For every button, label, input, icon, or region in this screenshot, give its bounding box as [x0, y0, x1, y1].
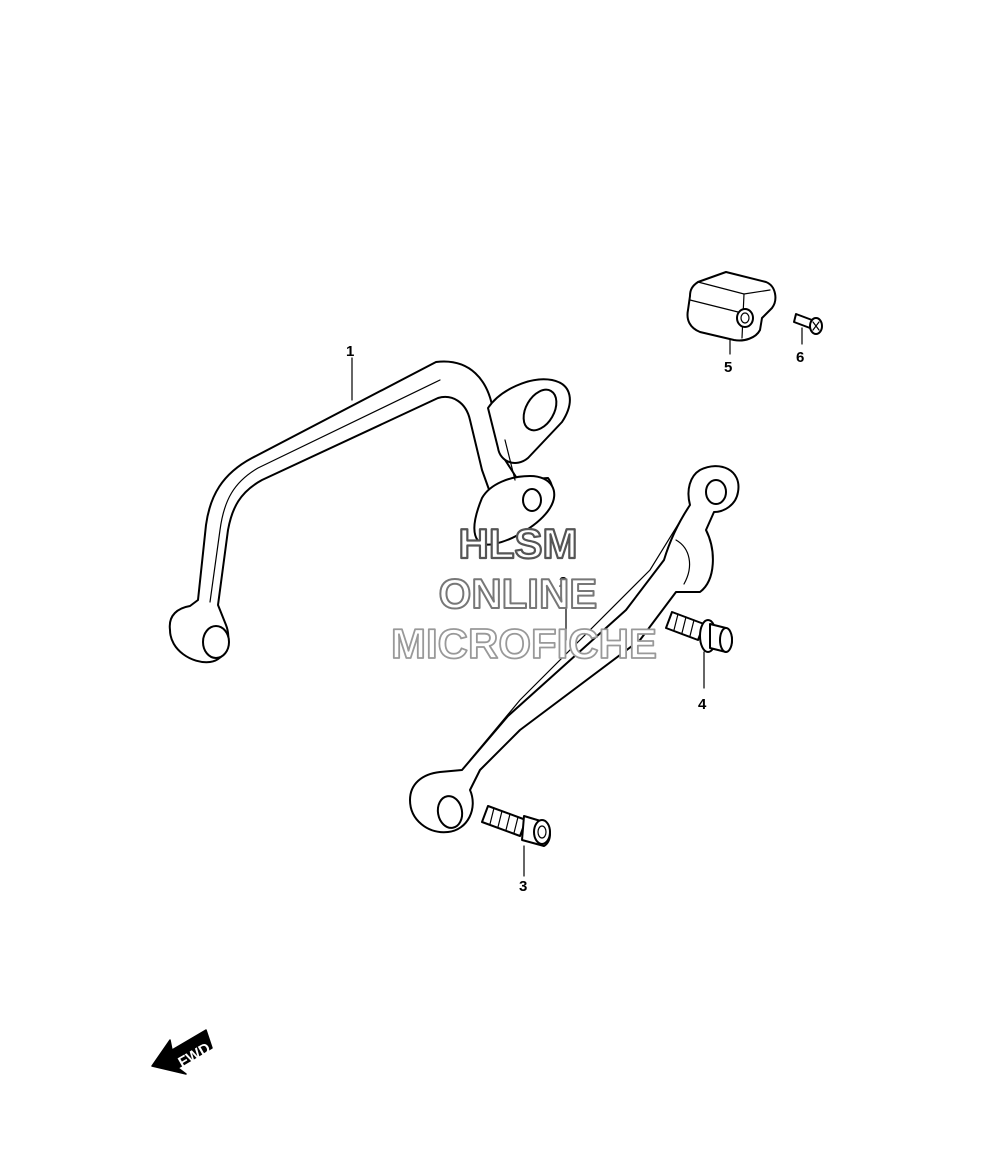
- watermark-line-2: ONLINE: [439, 570, 598, 617]
- callout-3[interactable]: 3: [519, 878, 527, 895]
- callout-1[interactable]: 1: [346, 343, 354, 360]
- part-1-bracket[interactable]: [168, 360, 571, 664]
- watermark-line-1: HLSM: [459, 520, 578, 567]
- watermark-line-3: MICROFICHE: [391, 620, 657, 667]
- part-6-screw[interactable]: [793, 313, 823, 335]
- fwd-arrow-icon: [151, 1029, 213, 1075]
- watermark: HLSM ONLINE MICROFICHE: [390, 519, 658, 668]
- part-5-cover[interactable]: [686, 271, 777, 342]
- part-2-bracket[interactable]: [409, 465, 740, 834]
- callout-5[interactable]: 5: [724, 359, 732, 376]
- callout-6[interactable]: 6: [796, 349, 804, 366]
- callout-2[interactable]: 2: [559, 574, 567, 591]
- part-4-bolt[interactable]: [665, 611, 733, 653]
- part-3-bolt[interactable]: [481, 805, 551, 847]
- fwd-arrow: FWD: [151, 1029, 214, 1075]
- callout-4[interactable]: 4: [698, 696, 707, 713]
